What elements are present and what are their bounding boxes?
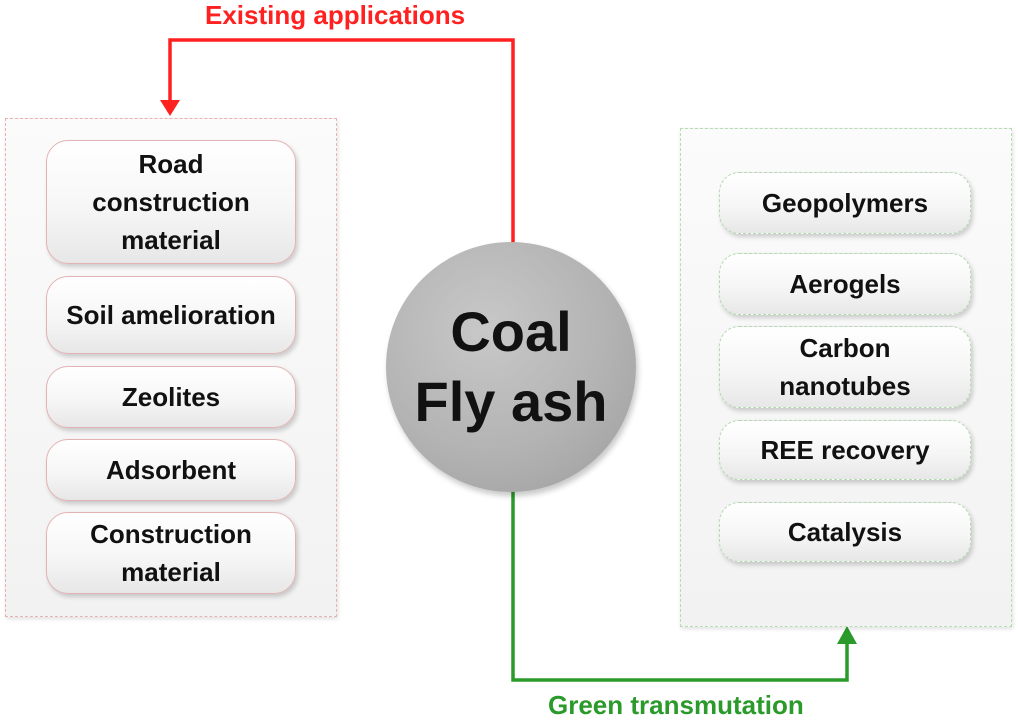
green-item-carbon-nanotubes: Carbon nanotubes [719,326,971,408]
item-line: Zeolites [121,382,221,412]
center-line-1: Coal [450,300,572,363]
coal-fly-ash-circle: Coal Fly ash [386,242,636,492]
existing-applications-arrow [168,38,515,243]
existing-arrowhead [160,100,180,116]
item-line: Geopolymers [761,188,929,218]
existing-item-construction-material: Construction material [46,512,296,594]
green-item-ree-recovery: REE recovery [719,420,971,480]
center-line-2: Fly ash [414,370,608,433]
existing-item-soil-amelioration: Soil amelioration [46,276,296,354]
item-line: REE recovery [760,435,930,465]
item-line: material [121,225,221,255]
green-item-aerogels: Aerogels [719,253,971,315]
item-line: Adsorbent [106,455,236,485]
item-line: Carbon [799,333,891,363]
item-line: Catalysis [787,517,903,547]
item-line: Road [138,149,204,179]
item-line: nanotubes [779,371,911,401]
existing-item-adsorbent: Adsorbent [46,439,296,501]
item-line: Aerogels [789,269,901,299]
item-line: Soil amelioration [66,300,276,330]
green-item-catalysis: Catalysis [719,502,971,562]
item-line: construction [92,187,250,217]
green-transmutation-arrow [511,490,849,682]
existing-item-zeolites: Zeolites [46,366,296,428]
green-transmutation-label: Green transmutation [548,690,804,720]
item-line: material [121,557,221,587]
existing-item-road-construction-material: Road construction material [46,140,296,264]
green-arrowhead [837,626,857,644]
green-item-geopolymers: Geopolymers [719,172,971,234]
existing-applications-label: Existing applications [205,0,466,30]
item-line: Construction [90,519,252,549]
